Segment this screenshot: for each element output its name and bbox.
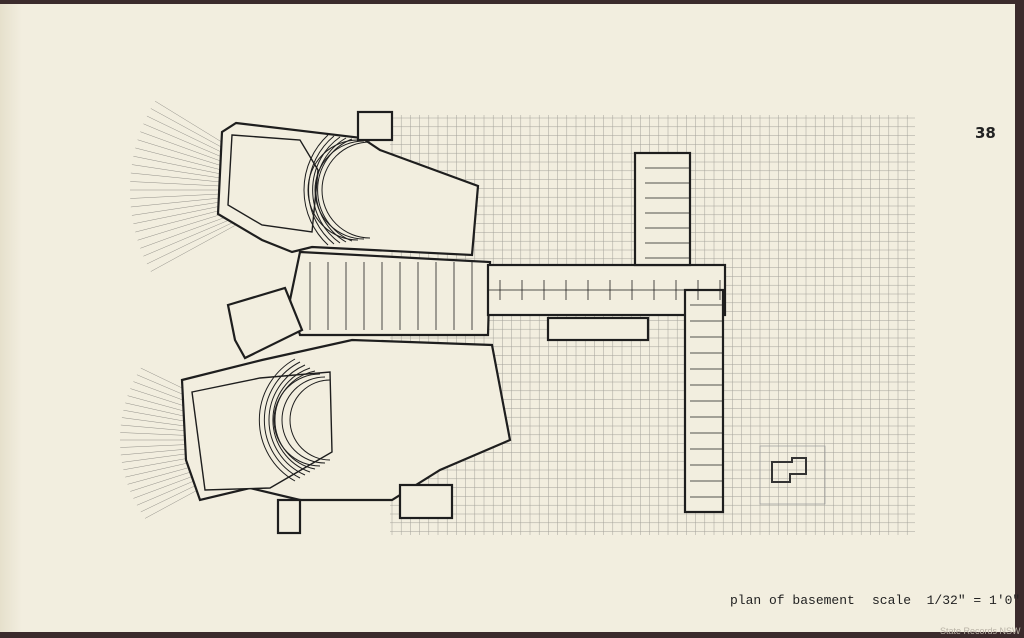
seating-arc (308, 135, 335, 245)
seating-arc (272, 367, 311, 473)
central-foyer (288, 250, 492, 337)
seating-arc (289, 379, 331, 461)
upper-hall-stage (227, 134, 319, 233)
south-stair-block (276, 498, 302, 535)
key-plan-inset (759, 445, 826, 505)
seating-arc (263, 361, 301, 479)
drawing-scale: scale 1/32" = 1'0" (872, 593, 1021, 608)
south-loading-block (398, 483, 454, 520)
west-annex (226, 286, 304, 360)
drawing-sheet (0, 4, 1015, 632)
seating-arc (274, 370, 316, 470)
page-number: 38 (975, 124, 996, 142)
sheet-left-edge (0, 4, 22, 632)
seating-arc (303, 134, 329, 246)
seating-arc (315, 137, 347, 243)
seating-arc (312, 136, 341, 244)
north-entry-block (356, 110, 394, 142)
seating-arc (314, 140, 365, 240)
service-room (546, 316, 650, 342)
archive-watermark: State Records NSW (940, 626, 1021, 636)
seating-arc (317, 138, 353, 242)
seating-arc (273, 373, 321, 467)
room-partitions (309, 167, 725, 498)
seating-arc (258, 358, 296, 482)
auditorium-seating-arcs (258, 134, 371, 482)
seating-arc (281, 376, 326, 464)
north-tower-wing (633, 151, 692, 267)
seating-arc (268, 364, 306, 476)
drawing-caption: plan of basement (730, 593, 855, 608)
seating-arc (321, 141, 371, 239)
